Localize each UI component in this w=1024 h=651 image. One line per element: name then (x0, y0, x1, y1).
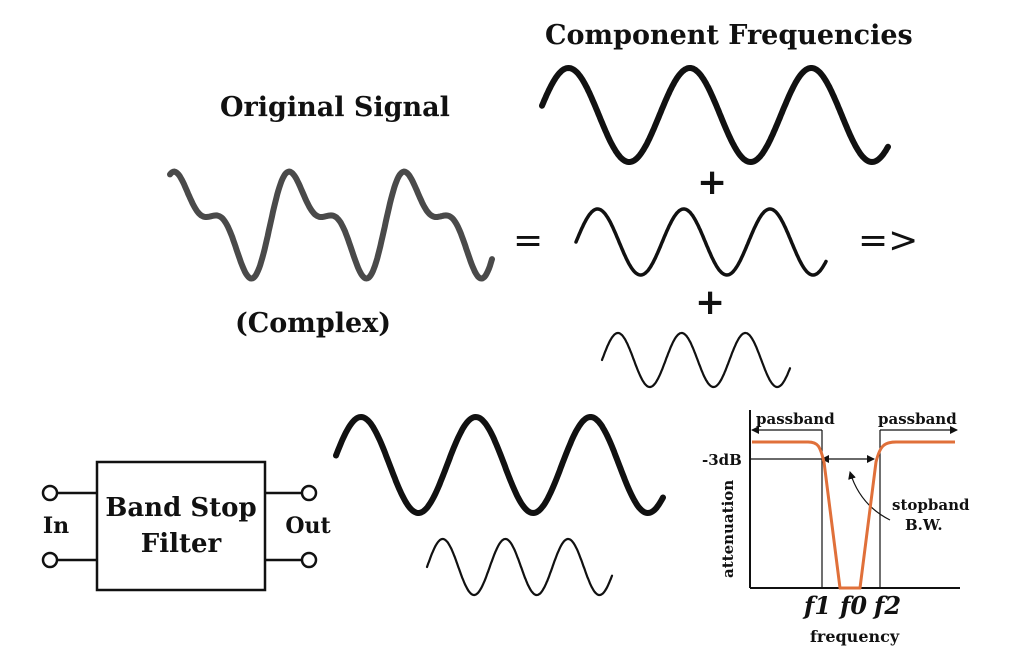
out-terminal-top (300, 484, 318, 502)
passband-right-label: passband (878, 410, 957, 428)
y-axis-label: attenuation (719, 480, 737, 578)
passband-left-label: passband (756, 410, 835, 428)
component-wave-1 (539, 64, 891, 166)
complex-label: (Complex) (235, 308, 392, 339)
x-axis-label: frequency (810, 627, 900, 646)
equals-sign: = (513, 220, 544, 261)
filter-label-line2: Filter (141, 529, 222, 559)
arrow-sign: => (858, 220, 919, 261)
in-label: In (43, 513, 69, 539)
frequency-response-plot: passband passband -3dB attenuation stopb… (702, 410, 970, 646)
plus-sign-1: + (697, 162, 728, 203)
stopband-leader (848, 471, 891, 521)
output-wave-high (425, 537, 614, 597)
in-terminal-bottom (41, 551, 59, 569)
out-label: Out (285, 513, 331, 539)
f2-label-text: f2 (872, 591, 901, 620)
plus-sign-2: + (695, 282, 726, 323)
original-signal-title: Original Signal (220, 92, 450, 123)
filter-box (95, 460, 267, 592)
in-terminal-top (41, 484, 59, 502)
band-stop-response-curve (752, 440, 955, 590)
f1-tick-label: f1 (802, 591, 831, 620)
f1-label-text: f1 (802, 591, 831, 620)
component-frequencies-title: Component Frequencies (545, 20, 913, 51)
out-terminal-bottom (300, 551, 318, 569)
output-wave-low (333, 413, 666, 517)
band-stop-filter-block: Band Stop Filter In Out (41, 460, 331, 592)
f0-label-text: f0 (838, 591, 867, 620)
f0-tick-label: f0 (838, 591, 867, 620)
f2-tick-label: f2 (872, 591, 901, 620)
component-wave-2 (574, 207, 828, 277)
stopband-label-line1: stopband (892, 496, 970, 514)
stopband-label-line2: B.W. (905, 516, 943, 534)
filter-label-line1: Band Stop (105, 493, 256, 523)
complex-wave (167, 168, 495, 282)
minus3db-label: -3dB (702, 451, 742, 469)
component-wave-3 (600, 331, 792, 389)
